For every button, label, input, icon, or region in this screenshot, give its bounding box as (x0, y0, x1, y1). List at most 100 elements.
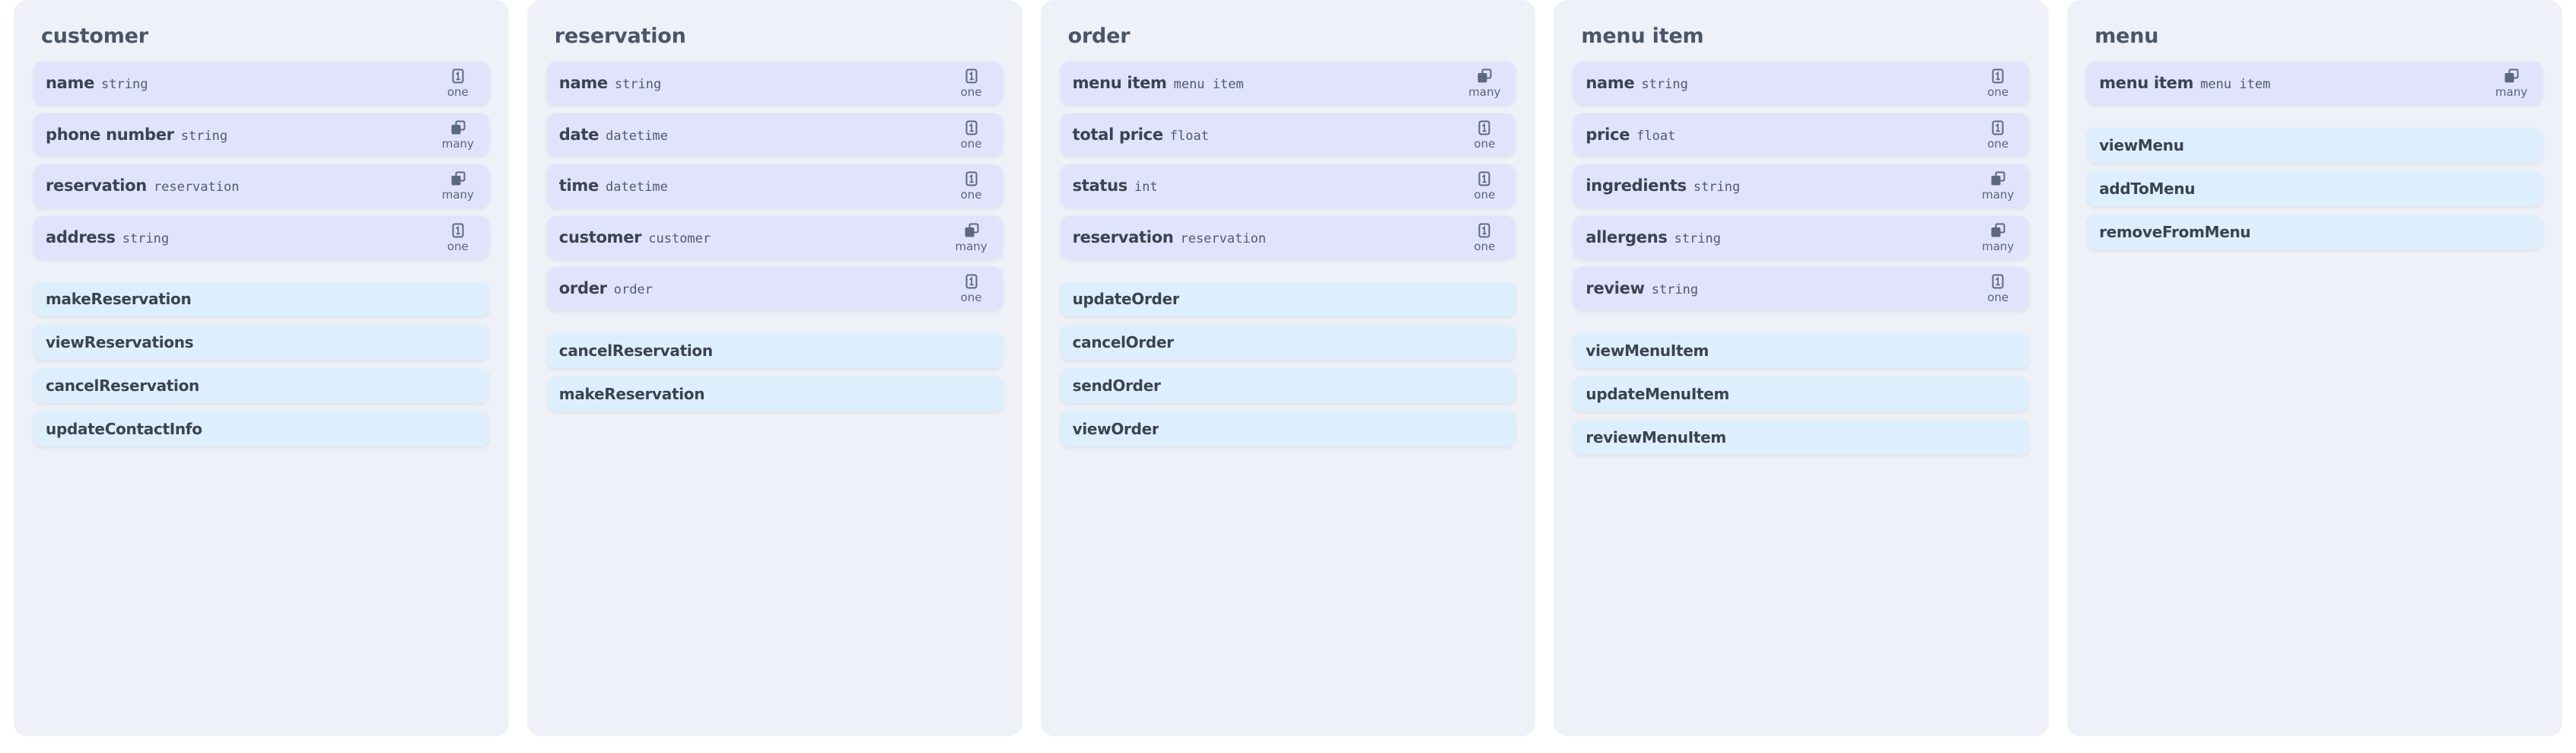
many-cardinality-icon (1991, 171, 2005, 186)
entity-method-row[interactable]: updateContactInfo (33, 411, 489, 446)
field-name: time (558, 176, 599, 195)
method-label: cancelOrder (1072, 333, 1174, 351)
entity-method-row[interactable]: updateOrder (1060, 281, 1516, 316)
entity-title: reservation (554, 24, 686, 48)
entity-title: customer (41, 24, 148, 48)
method-label: reviewMenuItem (1585, 427, 1726, 446)
field-cardinality: one (1464, 170, 1505, 202)
field-name: name (1585, 74, 1635, 93)
many-cardinality-icon (451, 171, 466, 186)
entity-method-row[interactable]: cancelReservation (546, 332, 1003, 368)
field-type: menu item (2200, 77, 2271, 93)
entity-title: menu (2094, 24, 2159, 48)
one-cardinality-icon (452, 68, 464, 84)
field-name: order (558, 279, 607, 298)
entity-method-row[interactable]: cancelOrder (1060, 325, 1516, 360)
field-main: time datetime (559, 176, 943, 195)
entity-method-row[interactable]: viewOrder (1060, 411, 1516, 446)
cardinality-label: one (1474, 188, 1496, 202)
entity-title: order (1067, 24, 1131, 48)
field-type: string (1693, 180, 1741, 195)
field-type: reservation (1180, 230, 1267, 246)
entity-method-row[interactable]: viewReservations (33, 325, 489, 360)
cardinality-label: one (447, 85, 469, 99)
field-cardinality: one (1977, 68, 2018, 99)
cardinality-label: one (447, 239, 469, 253)
method-label: viewReservations (46, 333, 194, 351)
cardinality-label: one (960, 136, 982, 151)
method-label: updateMenuItem (1585, 384, 1730, 403)
field-type: customer (648, 230, 711, 246)
entity-methods-group: cancelReservation makeReservation (546, 332, 1003, 411)
one-cardinality-icon (1478, 120, 1490, 135)
field-type: reservation (153, 180, 240, 195)
method-label: viewMenuItem (1585, 341, 1709, 360)
entity-method-row[interactable]: viewMenuItem (1573, 332, 2030, 368)
entity-method-row[interactable]: cancelReservation (33, 368, 489, 403)
entity-method-row[interactable]: addToMenu (2087, 170, 2543, 206)
method-label: viewOrder (1072, 420, 1159, 438)
entity-method-row[interactable]: reviewMenuItem (1573, 419, 2030, 455)
entity-method-row[interactable]: updateMenuItem (1573, 376, 2030, 411)
field-cardinality: many (2491, 68, 2532, 99)
entity-method-row[interactable]: makeReservation (546, 376, 1003, 411)
cardinality-label: one (1474, 136, 1496, 151)
entity-method-row[interactable]: makeReservation (33, 281, 489, 316)
field-cardinality: one (951, 119, 992, 151)
cardinality-label: many (1982, 188, 2015, 202)
field-cardinality: many (1977, 170, 2018, 202)
field-type: datetime (606, 128, 668, 144)
field-type: string (614, 77, 662, 93)
field-type: string (1651, 282, 1699, 298)
entity-method-row[interactable]: sendOrder (1060, 368, 1516, 403)
method-label: cancelReservation (46, 376, 199, 395)
entity-method-row[interactable]: viewMenu (2087, 127, 2543, 163)
field-cardinality: one (1464, 119, 1505, 151)
field-type: string (101, 77, 148, 93)
field-name: allergens (1585, 227, 1668, 246)
field-type: datetime (605, 180, 668, 195)
field-type: order (613, 282, 653, 298)
many-cardinality-icon (2504, 68, 2519, 83)
field-type: float (1636, 128, 1676, 144)
field-cardinality: one (437, 222, 479, 253)
field-type: string (180, 128, 228, 144)
method-label: sendOrder (1072, 376, 1161, 395)
field-cardinality: one (1977, 273, 2018, 304)
entity-method-row[interactable]: removeFromMenu (2087, 214, 2543, 249)
field-name: customer (558, 227, 642, 246)
field-name: address (46, 227, 116, 246)
cardinality-label: many (1982, 239, 2015, 253)
